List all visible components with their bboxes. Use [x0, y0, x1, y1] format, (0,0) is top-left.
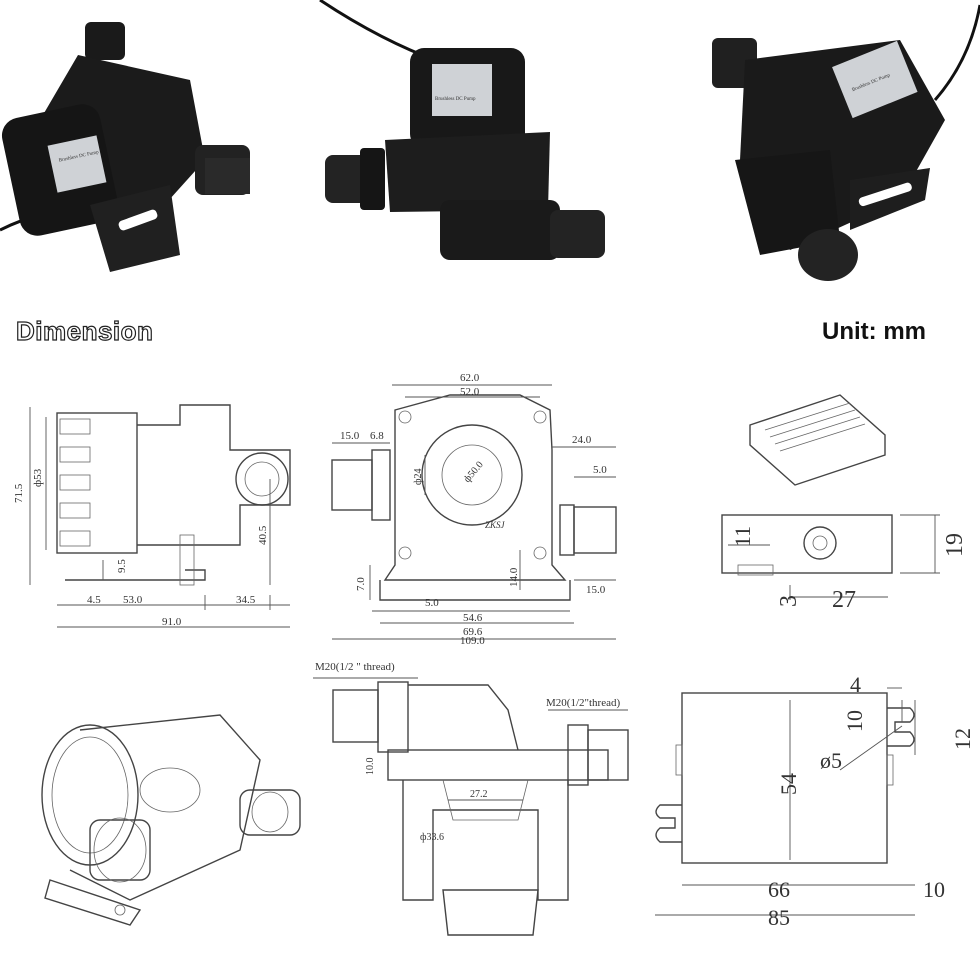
dim-62-0: 62.0	[460, 372, 480, 384]
connector-drawing: 11 19 3 27	[721, 394, 968, 613]
dim-5-dia: ø5	[820, 748, 842, 773]
dim-10-right: 10	[923, 877, 945, 902]
isometric-drawing	[41, 714, 301, 926]
dim-14-0: 14.0	[508, 567, 520, 587]
dim-85: 85	[768, 905, 790, 930]
dim-10-top: 10	[842, 710, 867, 732]
dim-50-dia: ф50.0	[462, 459, 486, 484]
dim-10-0: 10.0	[365, 758, 376, 776]
dim-27-2: 27.2	[470, 789, 488, 800]
dim-24-dia: ф24	[413, 469, 424, 485]
dim-69-6: 69.6	[463, 626, 483, 638]
dim-4-5: 4.5	[87, 594, 101, 606]
dimension-heading: Dimension	[15, 315, 154, 346]
dim-53-dia: ф53	[32, 468, 44, 487]
dim-15-0-right: 15.0	[586, 584, 606, 596]
bracket-drawing: 4 10 12 ø5 54 66 10 85	[655, 672, 975, 930]
pump-photo-left: Brushless DC Pump	[0, 22, 250, 272]
dim-34-5: 34.5	[236, 594, 256, 606]
dim-109-0: 109.0	[460, 635, 485, 645]
thread-view-drawing: M20(1/2 " thread) M20(1/2"thread) 10.0 2…	[313, 661, 629, 936]
dim-3: 3	[776, 595, 802, 607]
dim-24-0: 24.0	[572, 434, 592, 446]
dim-11: 11	[730, 526, 755, 547]
photo-label-text: Brushless DC Pump	[435, 97, 476, 102]
dim-52-0: 52.0	[460, 386, 480, 398]
dim-9-5: 9.5	[116, 559, 128, 573]
side-view-drawing: 71.5 ф53 40.5 9.5 4.5 53.0 34.5 91.0	[13, 404, 291, 628]
dim-91-0: 91.0	[162, 616, 182, 628]
pump-photo-right: Brushless DC Pump	[712, 4, 980, 281]
dim-4: 4	[850, 672, 861, 697]
dim-71-5: 71.5	[13, 483, 25, 503]
dim-27: 27	[832, 587, 856, 613]
dim-7-0: 7.0	[355, 577, 367, 591]
pump-photo-center: Brushless DC Pump	[319, 0, 605, 260]
dim-12: 12	[950, 728, 975, 750]
dim-54-6: 54.6	[463, 612, 483, 624]
front-view-drawing: 62.0 52.0 15.0 6.8 24.0 5.0 ф24 ф50.0 7.…	[331, 372, 617, 645]
unit-label: Unit: mm	[822, 318, 926, 345]
dim-54: 54	[776, 773, 801, 795]
dim-19: 19	[942, 533, 968, 557]
brand-mark: ZKSJ	[485, 520, 506, 530]
dim-6-8: 6.8	[370, 430, 384, 442]
dim-40-5: 40.5	[257, 525, 269, 545]
dim-33-6-dia: ф33.6	[420, 832, 444, 843]
dim-5-0-bottom: 5.0	[425, 597, 439, 609]
thread-label-left: M20(1/2 " thread)	[315, 661, 395, 673]
dim-53-0: 53.0	[123, 594, 143, 606]
dim-5-0-right: 5.0	[593, 464, 607, 476]
dim-15-0-top: 15.0	[340, 430, 360, 442]
thread-label-right: M20(1/2"thread)	[546, 697, 620, 709]
dim-66: 66	[768, 877, 790, 902]
